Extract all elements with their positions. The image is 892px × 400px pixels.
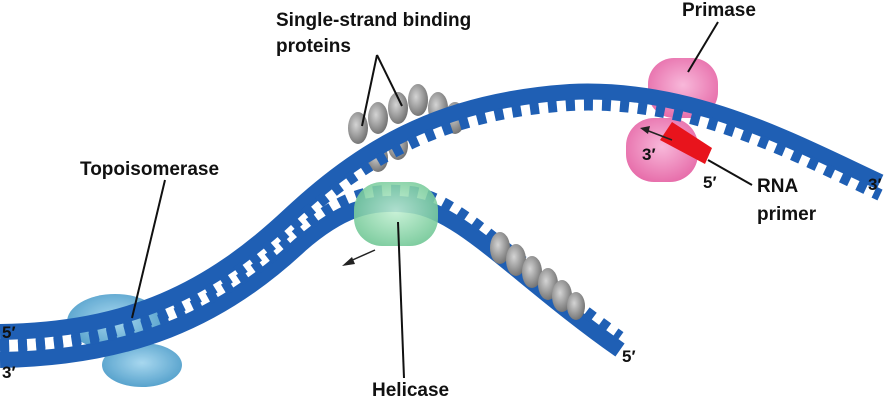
ssb-label-line2: proteins xyxy=(276,36,351,57)
leader-lines xyxy=(131,21,753,379)
end-label-lagging: 5′ xyxy=(622,347,636,366)
end-label-left-top: 5′ xyxy=(2,323,16,342)
arrowhead-icon xyxy=(342,257,355,266)
primer-3-end-label: 3′ xyxy=(642,145,656,164)
ssb-label: Single-strand binding xyxy=(276,10,471,31)
end-label-left-bottom: 3′ xyxy=(2,363,16,382)
rna-primer xyxy=(660,122,712,164)
primase-direction-arrow xyxy=(645,129,673,141)
arrowhead-icon xyxy=(640,126,650,134)
rna-primer-label-line2: primer xyxy=(757,204,817,225)
ssb-proteins-lower xyxy=(490,232,585,320)
helicase-protein xyxy=(354,182,438,246)
primase-label: Primase xyxy=(682,0,756,21)
rna-primer-label: RNA xyxy=(757,176,798,197)
topoisomerase-label: Topoisomerase xyxy=(80,159,219,180)
primer-5-end-label: 5′ xyxy=(703,173,717,192)
end-label-right-top: 3′ xyxy=(868,175,882,194)
helicase-label: Helicase xyxy=(372,380,449,400)
